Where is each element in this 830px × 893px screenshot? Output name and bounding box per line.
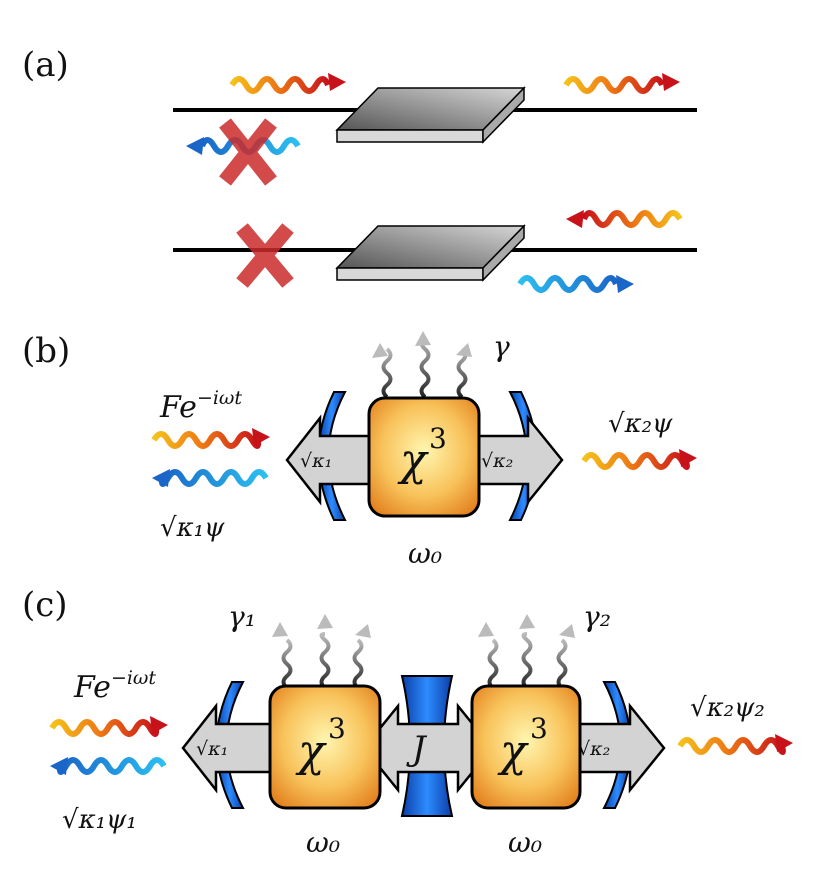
wave-forward-output — [563, 73, 680, 94]
cross-icon — [219, 118, 277, 186]
panel-c-label: (c) — [22, 585, 68, 625]
svg-text:√κ₁: √κ₁ — [300, 450, 332, 472]
panel-a-label: (a) — [22, 45, 69, 85]
cross-icon — [236, 223, 294, 288]
reflected-label: √κ₁ψ₁ — [62, 805, 137, 835]
panel-a: (a) — [22, 45, 697, 293]
transmitted-label: √κ₂ψ₂ — [690, 693, 765, 723]
loss-arrows-left — [272, 614, 371, 690]
frequency-label-left: ω₀ — [306, 826, 340, 859]
svg-text:3: 3 — [530, 712, 548, 745]
wave-backward-transmitted — [517, 275, 634, 293]
wave-backward-input — [566, 210, 683, 228]
loss-arrows — [372, 331, 472, 399]
port-right: √κ₂ — [468, 414, 564, 506]
loss-label-left: γ₁ — [228, 600, 256, 633]
svg-text:√κ₁: √κ₁ — [196, 738, 228, 760]
resonator-box-right: χ 3 — [470, 684, 582, 810]
loss-label-right: γ₂ — [583, 600, 611, 633]
wave-reflected — [50, 757, 167, 775]
panel-b-label: (b) — [22, 331, 70, 371]
loss-arrows-right — [478, 614, 575, 690]
svg-text:χ: χ — [295, 726, 327, 777]
device-slab — [335, 224, 526, 282]
panel-b: (b) γ √κ₁ √κ₂ χ 3 ω₀ — [22, 330, 697, 570]
drive-label: Fe−iωt — [159, 387, 242, 425]
port-left: √κ₁ — [181, 702, 280, 794]
svg-text:J: J — [406, 729, 428, 769]
wave-reflected — [152, 469, 269, 487]
mirror-left — [317, 391, 347, 521]
drive-label: Fe−iωt — [73, 667, 156, 705]
device-slab — [335, 86, 526, 144]
resonator-box-left: χ 3 — [268, 684, 382, 810]
panel-c: (c) γ₁ γ₂ √κ₁ — [22, 585, 793, 859]
wave-drive-input — [151, 428, 270, 449]
frequency-label: ω₀ — [408, 537, 442, 570]
reflected-label: √κ₁ψ — [160, 513, 225, 543]
resonator-box: χ 3 — [367, 396, 481, 518]
coupling-arrow: J — [362, 702, 494, 794]
svg-text:3: 3 — [328, 712, 346, 745]
svg-text:√κ₂: √κ₂ — [481, 450, 513, 472]
wave-transmitted — [677, 734, 793, 755]
wave-transmitted — [581, 449, 697, 470]
loss-label: γ — [493, 330, 510, 363]
svg-text:√κ₂: √κ₂ — [578, 738, 610, 760]
svg-text:χ: χ — [397, 435, 429, 486]
wave-drive-input — [49, 716, 168, 737]
svg-text:χ: χ — [497, 726, 529, 777]
svg-text:3: 3 — [429, 422, 447, 455]
transmitted-label: √κ₂ψ — [608, 409, 673, 439]
frequency-label-right: ω₀ — [508, 826, 542, 859]
wave-forward-input — [229, 73, 346, 94]
